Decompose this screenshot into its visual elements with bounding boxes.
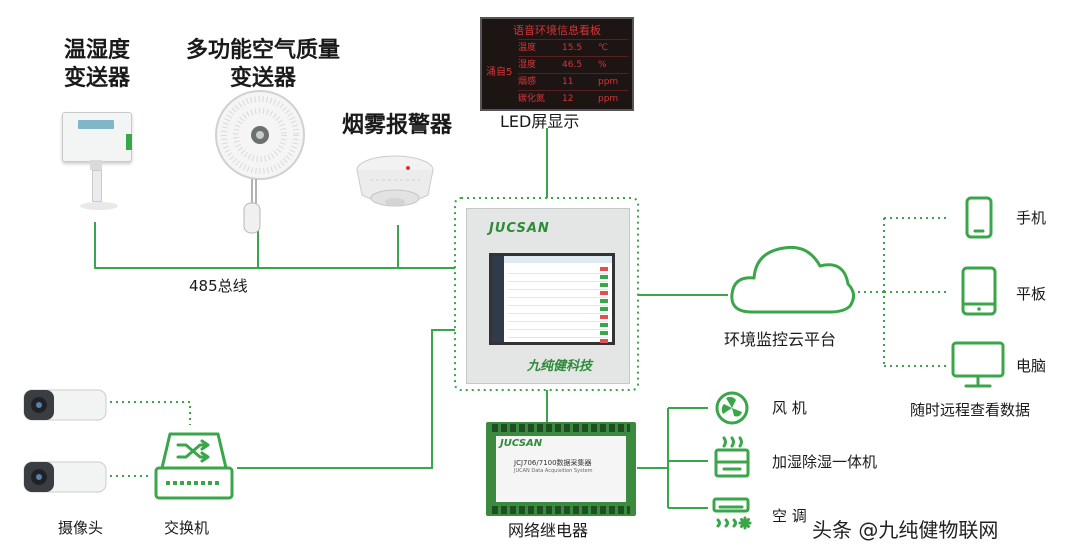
led-board-row: 烟感 11 ppm bbox=[518, 73, 628, 90]
led-row-value: 46.5 bbox=[562, 60, 583, 70]
temp-humidity-line1: 温湿度 bbox=[63, 38, 130, 63]
camera-icon-1 bbox=[23, 389, 107, 421]
camera-icon-2 bbox=[23, 461, 107, 493]
led-row-value: 11 bbox=[562, 77, 574, 87]
screen-status-mark bbox=[600, 267, 608, 271]
screen-status-mark bbox=[600, 275, 608, 279]
led-row-name: 烟感 bbox=[518, 77, 537, 87]
led-row-unit: ppm bbox=[598, 77, 619, 87]
controller-panel: JUCSAN 九纯健科技 bbox=[466, 208, 630, 384]
relay-subtitle: JUCAN Data Acquisition System bbox=[514, 468, 593, 474]
air-conditioner-icon bbox=[712, 497, 752, 530]
led-board-row: 碳化氮 12 ppm bbox=[518, 90, 628, 107]
phone-icon bbox=[965, 196, 993, 239]
remote-view-label: 随时远程查看数据 bbox=[910, 401, 1031, 419]
led-board-row: 温度 15.5 ℃ bbox=[518, 39, 628, 56]
smoke-detector-device bbox=[356, 155, 434, 207]
led-board-table: 温度 15.5 ℃ 湿度 46.5% 烟感 11 ppm 碳化氮 12 ppm bbox=[518, 39, 628, 107]
led-row-unit: ppm bbox=[598, 94, 619, 104]
camera-label: 摄像头 bbox=[58, 519, 104, 537]
screen-status-mark bbox=[600, 283, 608, 287]
watermark: 头条 @九纯健物联网 bbox=[812, 518, 999, 542]
air-quality-line2: 变送器 bbox=[229, 66, 296, 91]
screen-row bbox=[508, 306, 608, 314]
bus-label: 485总线 bbox=[189, 277, 248, 295]
cloud-icon bbox=[730, 245, 855, 314]
pc-label: 电脑 bbox=[1016, 357, 1047, 375]
tablet-label: 平板 bbox=[1016, 285, 1047, 303]
controller-screen bbox=[489, 253, 615, 346]
pc-icon bbox=[951, 341, 1005, 388]
screen-row bbox=[508, 314, 608, 322]
smoke-alarm-title: 烟雾报警器 bbox=[341, 113, 452, 138]
led-row-unit: ℃ bbox=[598, 43, 609, 53]
led-row-unit: % bbox=[598, 60, 607, 70]
led-display-title: LED屏显示 bbox=[500, 112, 580, 131]
screen-status-mark bbox=[600, 299, 608, 303]
led-board: 语音环境信息看板 涌自5 温度 15.5 ℃ 湿度 46.5% 烟感 11 ppm 碳化氮 12 p… bbox=[480, 17, 634, 111]
screen-row bbox=[508, 322, 608, 330]
led-board-title: 语音环境信息看板 bbox=[513, 24, 601, 37]
temp-humidity-title: 温湿度 变送器 bbox=[52, 37, 142, 93]
led-row-value: 15.5 bbox=[562, 43, 583, 53]
led-board-row: 湿度 46.5% bbox=[518, 56, 628, 73]
screen-status-mark bbox=[600, 315, 608, 319]
switch-icon bbox=[154, 432, 234, 500]
humidifier-icon bbox=[714, 436, 750, 478]
screen-row bbox=[508, 266, 608, 274]
led-row-name: 湿度 bbox=[518, 60, 537, 70]
temp-humidity-device bbox=[62, 112, 132, 222]
screen-row bbox=[508, 330, 608, 338]
screen-row bbox=[508, 338, 608, 346]
screen-row bbox=[508, 298, 608, 306]
screen-status-mark bbox=[600, 307, 608, 311]
relay-model: JCJ706/7100数据采集器 bbox=[514, 459, 592, 467]
screen-status-mark bbox=[600, 291, 608, 295]
phone-label: 手机 bbox=[1016, 209, 1047, 227]
relay-label: 网络继电器 bbox=[508, 521, 589, 540]
led-row-name: 温度 bbox=[518, 43, 537, 53]
air-quality-line1: 多功能空气质量 bbox=[185, 38, 340, 63]
air-quality-title: 多功能空气质量 变送器 bbox=[168, 37, 358, 93]
cloud-label: 环境监控云平台 bbox=[724, 330, 837, 349]
controller-maker: 九纯健科技 bbox=[527, 359, 593, 374]
humidifier-label: 加湿除湿一体机 bbox=[772, 453, 878, 471]
tablet-icon bbox=[961, 266, 997, 316]
led-row-value: 12 bbox=[562, 94, 574, 104]
screen-status-mark bbox=[600, 339, 608, 343]
relay-brand: JUCSAN bbox=[500, 438, 543, 449]
screen-row bbox=[508, 274, 608, 282]
screen-row bbox=[508, 282, 608, 290]
temp-humidity-line2: 变送器 bbox=[63, 66, 130, 91]
fan-label: 风 机 bbox=[772, 399, 807, 417]
fan-icon bbox=[715, 391, 749, 425]
switch-label: 交换机 bbox=[164, 519, 210, 537]
screen-status-mark bbox=[600, 323, 608, 327]
screen-status-mark bbox=[600, 331, 608, 335]
led-row-name: 碳化氮 bbox=[518, 94, 546, 104]
air-quality-device bbox=[215, 90, 305, 234]
led-board-room: 涌自5 bbox=[486, 67, 513, 78]
relay-module: JUCSAN JCJ706/7100数据采集器 JUCAN Data Acqui… bbox=[486, 422, 636, 516]
air-conditioner-label: 空 调 bbox=[772, 507, 807, 525]
controller-brand: JUCSAN bbox=[489, 221, 550, 236]
screen-row bbox=[508, 290, 608, 298]
